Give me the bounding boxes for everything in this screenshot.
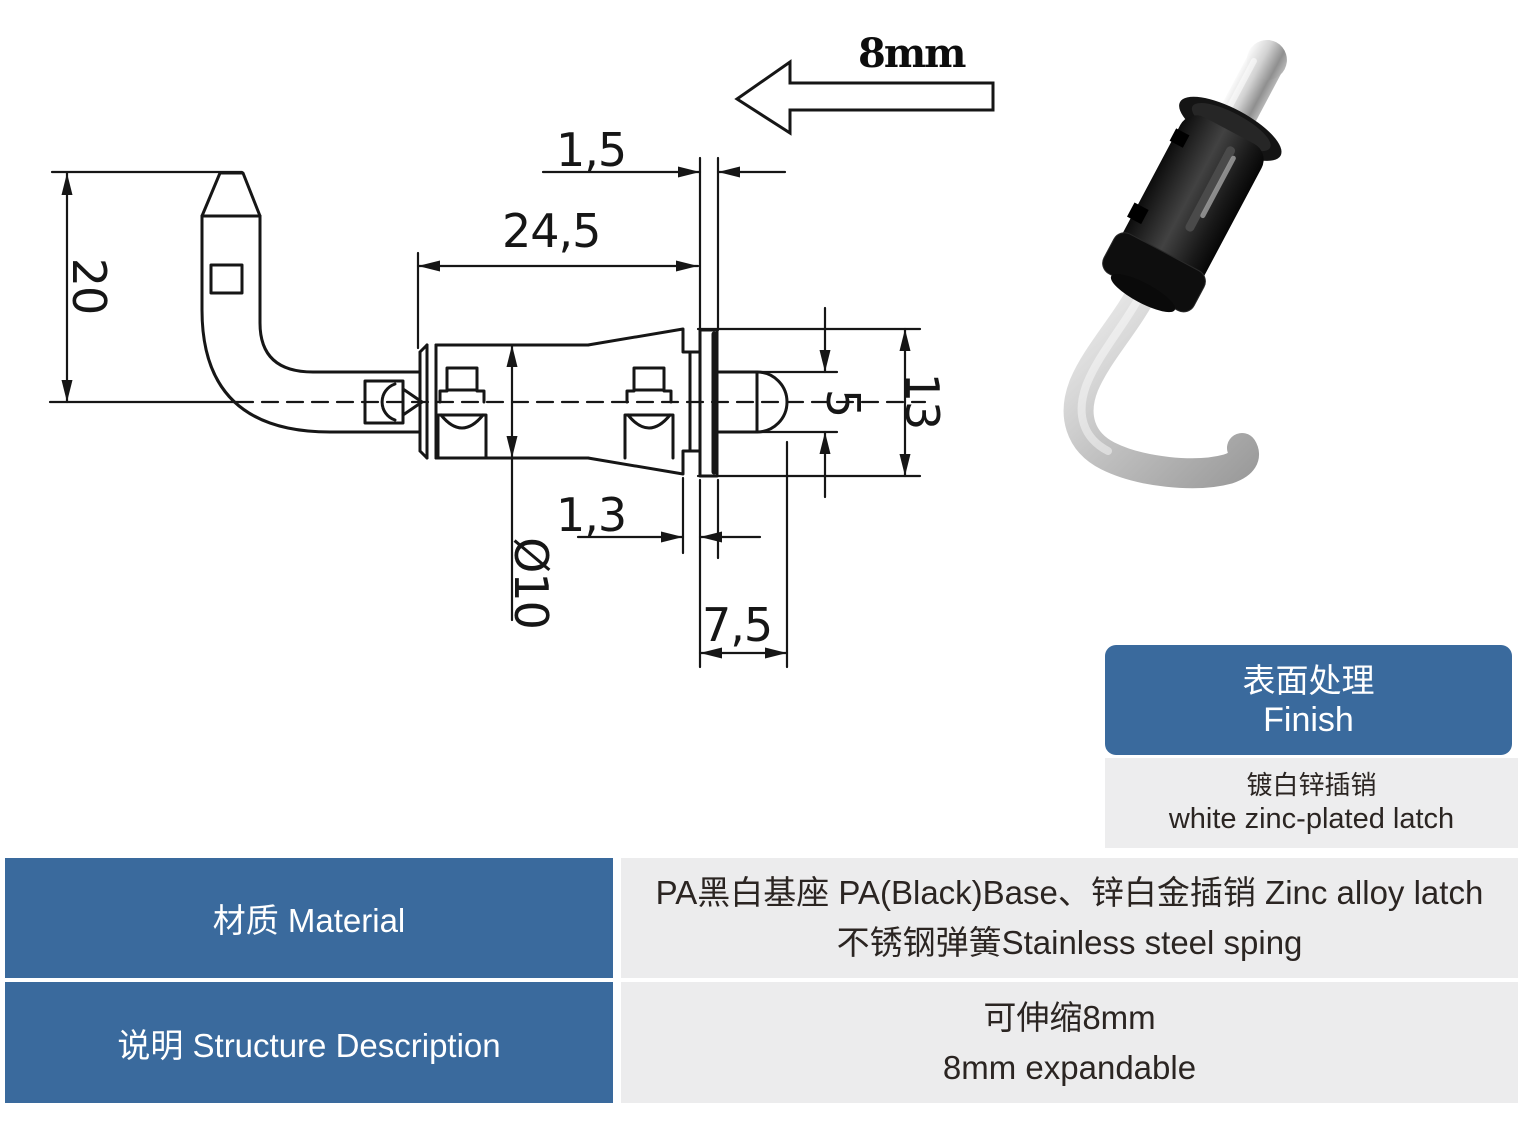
dim-label-hook-height: 20 xyxy=(62,257,116,315)
photo-body-bottom xyxy=(1110,273,1176,313)
structure-value-line2: 8mm expandable xyxy=(942,1048,1197,1086)
latch-technical-drawing xyxy=(48,156,927,669)
finish-value-en: white zinc-plated latch xyxy=(1168,803,1455,835)
finish-card-header: 表面处理 Finish xyxy=(1105,645,1512,755)
material-label-cell: 材质 Material xyxy=(5,858,613,978)
finish-title-zh: 表面处理 xyxy=(1242,661,1375,699)
photo-hook-wire xyxy=(1063,270,1259,489)
product-photo xyxy=(1063,39,1287,489)
structure-value-line1: 可伸缩8mm xyxy=(983,998,1156,1036)
structure-value-cell: 可伸缩8mm 8mm expandable xyxy=(621,982,1518,1103)
material-value-line1: PA黑白基座 PA(Black)Base、锌白金插销 Zinc alloy la… xyxy=(655,874,1484,912)
hook-outline xyxy=(200,171,422,434)
material-value-line2: 不锈钢弹簧Stainless steel sping xyxy=(836,924,1303,961)
dim-label-body-length: 24,5 xyxy=(502,204,601,258)
dim-label-pin-diameter: 5 xyxy=(816,388,870,418)
dim-label-body-diameter: Ø10 xyxy=(504,537,558,629)
photo-pin-dome xyxy=(1246,39,1287,80)
dim-label-flange-height: 13 xyxy=(895,372,949,430)
spring-clips xyxy=(436,366,675,460)
dim-label-pin-length: 7,5 xyxy=(702,598,773,652)
photo-hook-highlight xyxy=(1077,286,1147,455)
travel-arrow xyxy=(734,59,995,136)
extension-lines xyxy=(50,156,922,669)
dim-label-step-gap: 1,3 xyxy=(556,488,627,542)
dimension-lines xyxy=(65,170,907,655)
dim-label-flange-thickness: 1,5 xyxy=(556,123,627,177)
table-row-structure-description: 说明 Structure Description 可伸缩8mm 8mm expa… xyxy=(0,982,1518,1103)
dimension-arrowheads xyxy=(61,166,911,659)
structure-label-cell: 说明 Structure Description xyxy=(5,982,613,1103)
finish-card-value: 镀白锌插销 white zinc-plated latch xyxy=(1105,758,1518,848)
travel-arrow-label: 8mm xyxy=(858,30,966,77)
material-value-cell: PA黑白基座 PA(Black)Base、锌白金插销 Zinc alloy la… xyxy=(621,858,1518,978)
finish-title-en: Finish xyxy=(1263,700,1354,739)
table-row-material: 材质 Material PA黑白基座 PA(Black)Base、锌白金插销 Z… xyxy=(0,858,1518,978)
finish-value-zh: 镀白锌插销 xyxy=(1246,770,1377,800)
